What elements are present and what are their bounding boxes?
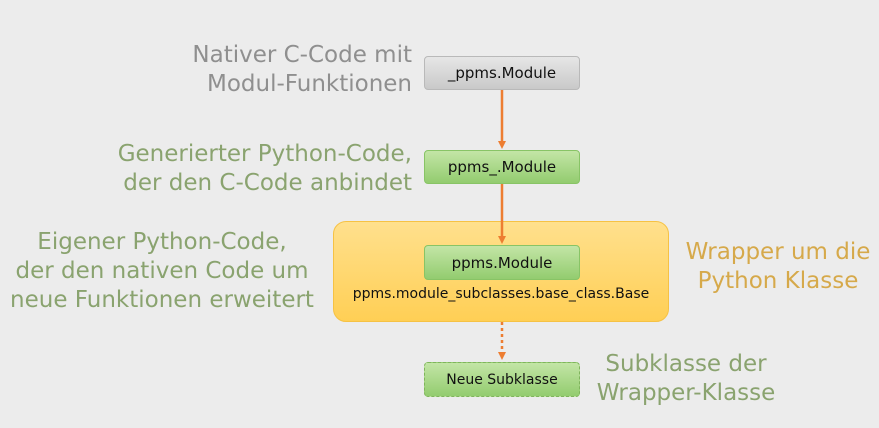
native-code-label-line-2: Modul-Funktionen — [206, 71, 412, 97]
generated-code-label-line-2: der den C-Code anbindet — [123, 170, 412, 196]
generated-code-label: Generierter Python-Code, der den C-Code … — [118, 140, 412, 198]
base-class-label: ppms.module_subclasses.base_class.Base — [352, 286, 650, 302]
subclass-label-line-1: Subklasse der — [605, 351, 767, 377]
ppms-module-node-label: ppms.Module — [451, 253, 553, 272]
own-code-label: Eigener Python-Code, der den nativen Cod… — [2, 228, 322, 315]
subclass-node: Neue Subklasse — [424, 362, 580, 397]
subclass-label-line-2: Wrapper-Klasse — [596, 380, 776, 406]
wrapper-box — [333, 221, 669, 322]
subclass-label: Subklasse der Wrapper-Klasse — [590, 350, 782, 408]
own-code-label-line-1: Eigener Python-Code, — [37, 229, 287, 255]
native-module-node-label: _ppms.Module — [447, 64, 557, 82]
wrapper-label-line-1: Wrapper um die — [685, 239, 871, 265]
generated-module-node: ppms_.Module — [424, 150, 580, 184]
native-code-label: Nativer C-Code mit Modul-Funktionen — [192, 41, 412, 99]
generated-code-label-line-1: Generierter Python-Code, — [117, 141, 412, 167]
wrapper-label-line-2: Python Klasse — [697, 268, 859, 294]
wrapper-label: Wrapper um die Python Klasse — [678, 238, 878, 296]
own-code-label-line-3: neue Funktionen erweitert — [10, 287, 314, 313]
native-code-label-line-1: Nativer C-Code mit — [192, 42, 412, 68]
generated-module-node-label: ppms_.Module — [447, 158, 557, 176]
own-code-label-line-2: der den nativen Code um — [15, 258, 309, 284]
native-module-node: _ppms.Module — [424, 56, 580, 90]
subclass-node-label: Neue Subklasse — [446, 371, 558, 388]
ppms-module-node: ppms.Module — [424, 245, 580, 280]
